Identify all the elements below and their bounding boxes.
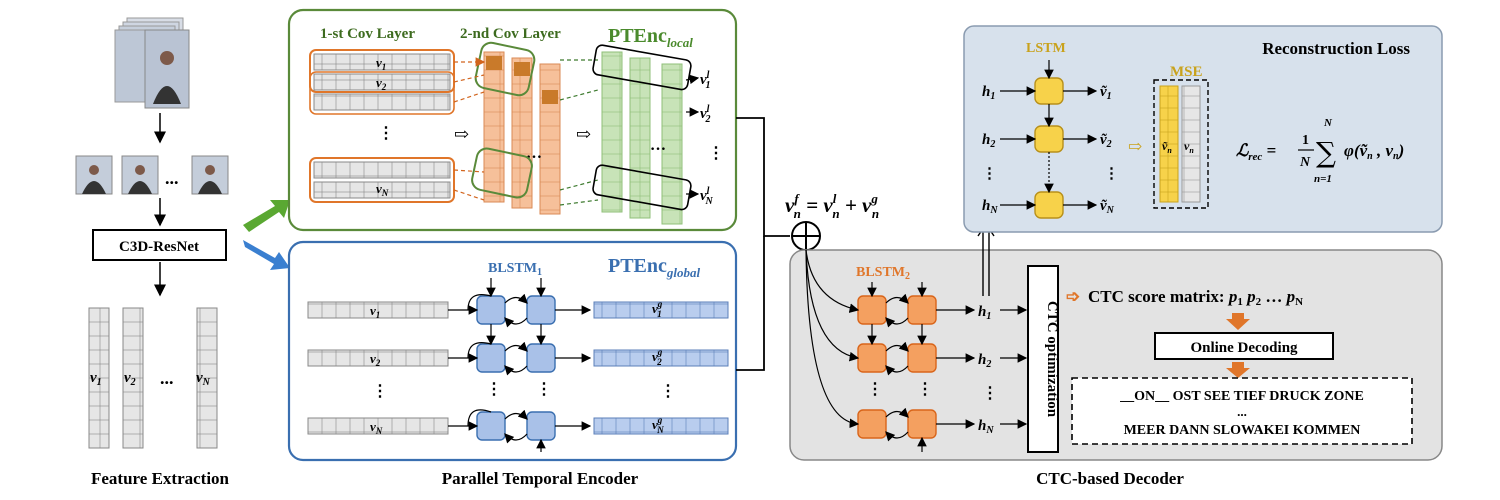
ptenc-global-title: PTEncglobal [608,255,701,280]
global-input-v2: v2 [370,351,381,368]
section-label-decoder: CTC-based Decoder [1036,469,1184,488]
down-arrow-1 [1226,313,1250,330]
green-ellipsis: … [650,137,666,154]
blstm2-label: BLSTM2 [856,265,910,282]
mse-label: MSE [1170,64,1203,80]
blue-arrow-to-global [243,240,290,270]
feature-extraction-column: ... C3D-ResNet v1 v2 vN ... Feature Extr… [75,17,230,488]
local-out-vdots: ⋮ [708,145,724,162]
sum-sign: ∑ [1316,136,1336,169]
local-input-v2: v2 [376,75,387,92]
decoded-dots: ... [1237,404,1247,419]
frac-num: 1 [1302,133,1309,148]
online-decoding-box [1154,332,1334,360]
stage-arrow-1: ⇨ [454,124,469,144]
down-arrow-2 [1226,362,1250,378]
decoded-output-box [1071,377,1413,445]
feature-vector-2 [122,307,144,449]
decoded-line-2: MEER DANN SLOWAKEI KOMMEN [1124,423,1361,438]
decoded-line-1: __ON__ OST SEE TIEF DRUCK ZONE [1119,389,1364,404]
recon-v1: ṽ1 [1100,84,1112,102]
green-arrow-to-local [243,200,290,232]
lstm-label: LSTM [1026,41,1066,56]
feature-v2-label: v2 [124,370,136,388]
decoder-h-vdots: ⋮ [982,385,998,402]
layer2-label: 2-nd Cov Layer [460,26,561,42]
ctc-optimization-label: CTC optimization [1044,301,1060,418]
blstm1-vdots: ⋮ [486,381,502,398]
ptenc-local-panel: 1-st Cov Layer 2-nd Cov Layer PTEnclocal… [287,8,738,232]
mse-arrow: ⇨ [1128,137,1142,156]
c3d-resnet-box [92,229,227,261]
mse-v: vn [1184,139,1194,155]
ptenc-global-panel: BLSTM1 PTEncglobal v1 v2 vN ⋮ [287,240,738,462]
ctc-score-matrix: CTC score matrix: p1 p2 … pN [1088,287,1303,308]
global-out-vdots: ⋮ [660,383,676,400]
reconstruction-title: Reconstruction Loss [1262,39,1410,58]
local-vdots: ⋮ [378,125,394,142]
feature-ellipsis: ... [160,368,174,388]
sum-lower: n=1 [1314,173,1332,185]
ctc-optimization-box [1027,265,1059,453]
layer1-label: 1-st Cov Layer [320,26,415,42]
online-decoding-label: Online Decoding [1190,340,1298,356]
local-input-v1: v1 [376,55,386,72]
frac-den: N [1299,155,1311,170]
recon-v2: ṽ2 [1100,132,1112,150]
reconstruction-panel: Reconstruction Loss LSTM h1 h2 ⋮ hN ṽ1 ṽ… [963,25,1443,233]
blstm1-label: BLSTM1 [488,261,542,278]
recon-h-vdots: ⋮ [982,166,997,182]
loss-phi: φ(ṽn , vn) [1344,141,1404,162]
decoder-panel: BLSTM2 [789,249,1443,461]
score-arrow: ➩ [1066,287,1080,306]
c3d-resnet-label: C3D-ResNet [119,239,199,255]
ptenc-local-title: PTEnclocal [608,25,693,50]
global-input-v1: v1 [370,303,380,320]
thumb-ellipsis: ... [165,168,179,188]
feature-vector-1 [88,307,110,449]
sum-upper: N [1323,117,1333,129]
frame-thumbnails: ... [75,155,229,195]
section-label-encoder: Parallel Temporal Encoder [442,469,639,488]
layer2-ellipsis: … [526,145,542,162]
local-to-fusion-line [736,117,790,237]
loss-formula: ℒrec = [1236,141,1276,163]
feature-v1-label: v1 [90,370,102,388]
blstm2-vdots-2: ⋮ [917,381,933,398]
video-frames-stack [114,17,190,109]
global-to-fusion-line [736,236,765,371]
global-in-vdots: ⋮ [372,383,388,400]
section-label-feature-extraction: Feature Extraction [91,469,230,488]
blstm2-vdots: ⋮ [867,381,883,398]
mse-vtilde: ṽn [1162,139,1172,155]
mse-box [1153,79,1209,209]
stage-arrow-2: ⇨ [576,124,591,144]
feature-vector-n [196,307,218,449]
recon-v-vdots: ⋮ [1104,166,1119,182]
blstm1-vdots-2: ⋮ [536,381,552,398]
